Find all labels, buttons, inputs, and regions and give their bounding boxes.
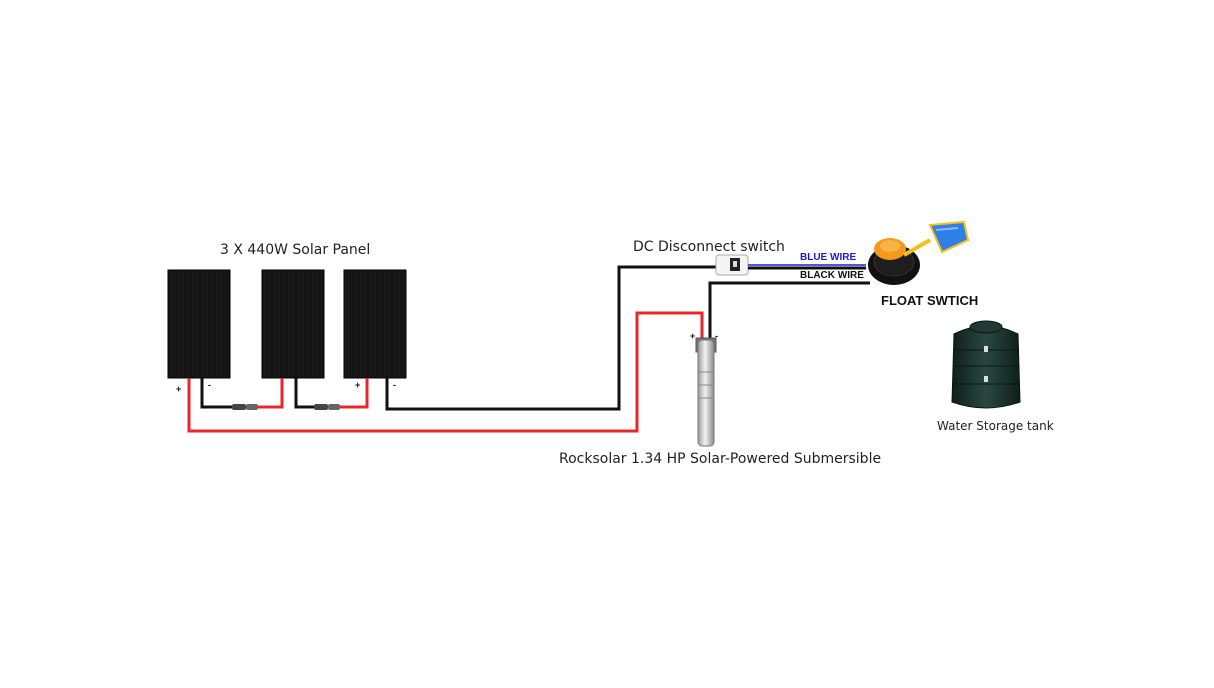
pump-minus-marker: - bbox=[715, 331, 718, 341]
black-wire-return bbox=[708, 281, 870, 338]
dc-disconnect-label: DC Disconnect switch bbox=[633, 239, 785, 255]
solar-panel-1 bbox=[167, 269, 231, 379]
float-switch-label: FLOAT SWTICH bbox=[881, 293, 979, 308]
solar-panel-2 bbox=[261, 269, 325, 379]
water-tank-label: Water Storage tank bbox=[937, 419, 1054, 433]
positive-wire-main bbox=[187, 311, 704, 433]
series-link-1 bbox=[200, 378, 284, 410]
pump-label: Rocksolar 1.34 HP Solar-Powered Submersi… bbox=[559, 451, 882, 467]
solar-panel-3 bbox=[343, 269, 407, 379]
float-switch bbox=[868, 220, 970, 285]
blue-wire-label: BLUE WIRE bbox=[800, 252, 857, 263]
panel-1-plus-marker: + bbox=[176, 384, 182, 394]
negative-wire-main bbox=[385, 265, 718, 411]
series-link-2 bbox=[294, 378, 369, 410]
water-storage-tank bbox=[951, 320, 1021, 409]
black-wire-label: BLACK WIRE bbox=[800, 270, 864, 281]
submersible-pump bbox=[695, 337, 717, 447]
solar-panel-label: 3 X 440W Solar Panel bbox=[220, 242, 371, 258]
panel-3-plus-marker: + bbox=[355, 380, 361, 390]
panel-3-minus-marker: - bbox=[393, 380, 396, 390]
panel-1-minus-marker: - bbox=[208, 380, 211, 390]
dc-disconnect-switch bbox=[715, 254, 749, 276]
pump-plus-marker: + bbox=[690, 331, 696, 341]
